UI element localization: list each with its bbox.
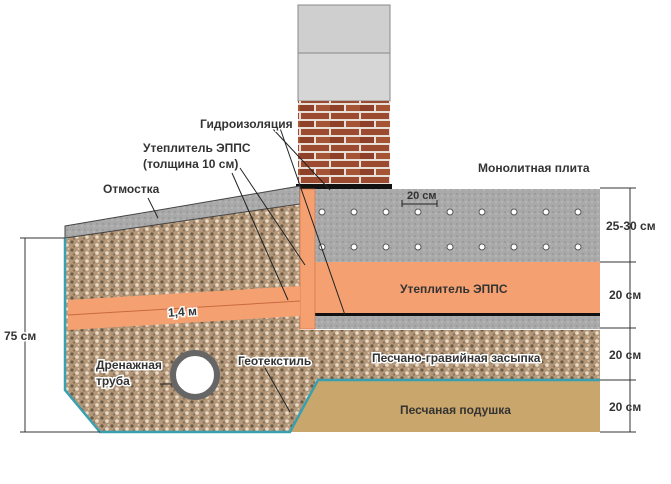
label-sand-cushion: Песчаная подушка — [400, 403, 511, 417]
insulation-vertical — [299, 188, 316, 330]
rebar-dot — [574, 243, 582, 251]
rebar-dot — [478, 243, 486, 251]
rebar-dot — [414, 243, 422, 251]
dimension-slab: 25-30 см — [606, 219, 656, 233]
sand-cushion — [290, 380, 600, 432]
rebar-dot — [382, 243, 390, 251]
rebar-dot — [478, 208, 486, 216]
rebar-dot — [542, 208, 550, 216]
rebar-dot — [382, 208, 390, 216]
concrete-prep — [315, 316, 600, 329]
label-blind-area: Отмостка — [103, 182, 160, 196]
label-insulation-main: Утеплитель ЭППС — [400, 282, 508, 296]
dimension-insulation: 20 см — [609, 288, 641, 302]
label-drain-pipe-1: Дренажная — [96, 358, 162, 372]
membrane-line — [315, 313, 600, 316]
drain-pipe — [170, 350, 220, 400]
rebar-dot — [574, 208, 582, 216]
wall-block — [297, 52, 391, 102]
brick-wall — [298, 101, 390, 185]
geotextile-line — [63, 238, 600, 434]
rebar-dot — [446, 208, 454, 216]
label-gravel-fill: Песчано-гравийная засыпка — [372, 351, 541, 365]
dimension-gravel: 20 см — [609, 348, 641, 362]
rebar-dot — [542, 243, 550, 251]
label-insulation-side: Утеплитель ЭППС — [143, 141, 251, 155]
label-insulation-thickness: (толщина 10 см) — [143, 157, 238, 171]
rebar-dot — [350, 208, 358, 216]
rebar-dot — [414, 208, 422, 216]
insulation-main — [315, 262, 600, 313]
waterproofing-layer — [296, 184, 392, 189]
label-slab: Монолитная плита — [478, 161, 590, 175]
label-depth-total: 75 см — [4, 329, 36, 343]
label-insulation-width: 1,4 м — [168, 304, 198, 320]
rebar-dot — [510, 243, 518, 251]
rebar-dot — [446, 243, 454, 251]
rebar-dot — [350, 243, 358, 251]
rebar-dots — [318, 208, 582, 251]
label-rebar-spacing: 20 см — [407, 190, 437, 202]
label-waterproofing: Гидроизоляция — [200, 117, 293, 131]
dimension-sand: 20 см — [609, 400, 641, 414]
rebar-dot — [510, 208, 518, 216]
monolithic-slab — [315, 189, 600, 262]
label-geotextile: Геотекстиль — [238, 354, 311, 368]
rebar-dot — [318, 208, 326, 216]
wall-block-top — [297, 4, 391, 54]
label-drain-pipe-2: труба — [96, 374, 130, 388]
